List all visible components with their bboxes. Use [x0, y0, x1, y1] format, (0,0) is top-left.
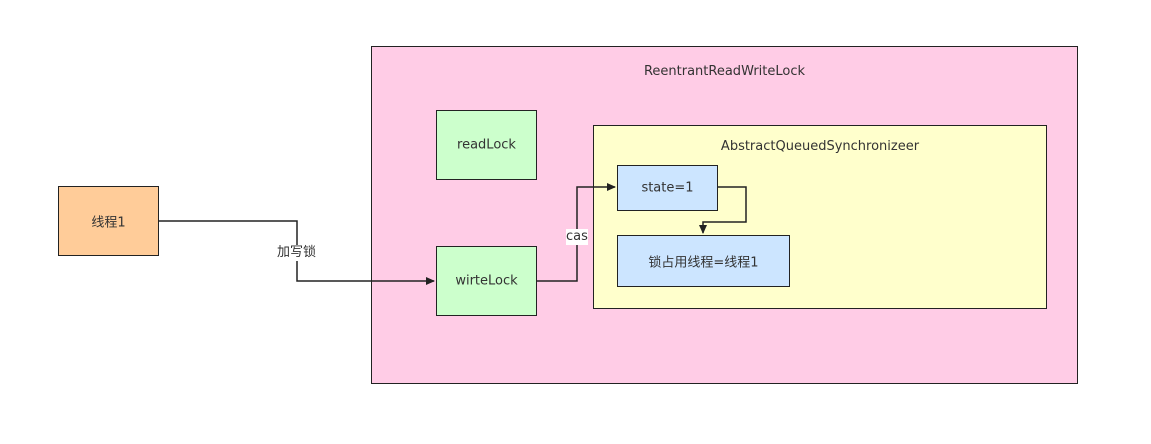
write-lock-node[interactable]: wirteLock — [436, 246, 537, 316]
thread-node[interactable]: 线程1 — [58, 186, 159, 256]
reentrant-read-write-lock-title: ReentrantReadWriteLock — [643, 64, 806, 79]
cas-label: cas — [566, 229, 588, 245]
acquire-write-lock-label: 加写锁 — [277, 245, 317, 261]
state-node[interactable]: state=1 — [617, 165, 718, 211]
owner-thread-node[interactable]: 锁占用线程=线程1 — [617, 235, 790, 287]
write-lock-node-label: wirteLock — [455, 273, 518, 289]
thread-node-label: 线程1 — [91, 215, 126, 231]
aqs-title: AbstractQueuedSynchronizeer — [720, 139, 920, 154]
state-node-label: state=1 — [641, 180, 694, 196]
owner-thread-node-label: 锁占用线程=线程1 — [648, 255, 759, 271]
read-lock-node-label: readLock — [457, 137, 516, 153]
read-lock-node[interactable]: readLock — [436, 110, 537, 180]
